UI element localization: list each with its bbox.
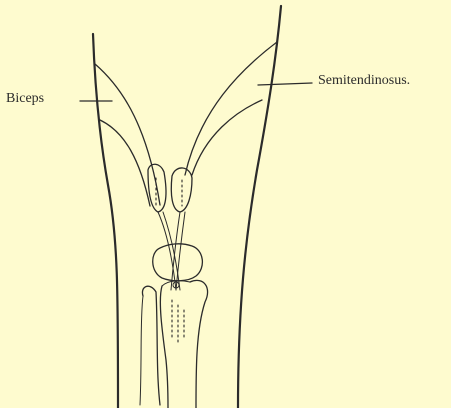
semitendinosus-muscle-lower-edge: [192, 100, 262, 175]
limb-outline-left: [93, 34, 118, 408]
bone-left-lower-edge: [140, 296, 143, 405]
biceps-muscle-upper-edge: [95, 64, 160, 205]
bone-main-lower-right: [190, 280, 208, 408]
biceps-muscle-lower-edge: [100, 120, 150, 206]
tendon-strand-right-inner: [176, 212, 185, 290]
semitendinosus-muscle-upper-edge: [185, 42, 277, 175]
semitendinosus-label: Semitendinosus.: [318, 74, 410, 88]
bone-main-lower: [160, 286, 168, 408]
semitendinosus-leader-line: [258, 83, 312, 85]
bone-left-lower: [142, 286, 160, 405]
limb-outline-right: [238, 6, 281, 408]
biceps-label: Biceps: [6, 92, 44, 106]
